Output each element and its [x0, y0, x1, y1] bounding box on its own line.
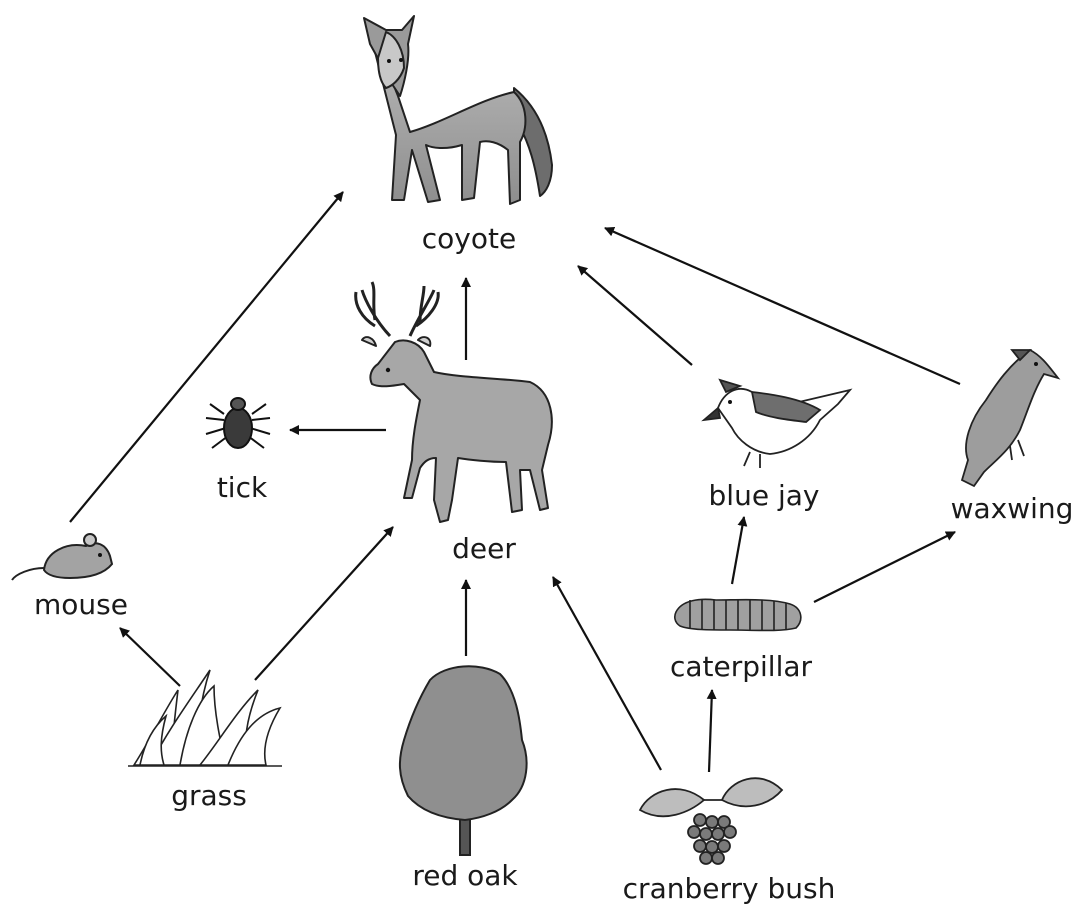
- labels: coyote tick deer mouse grass red oak cra…: [34, 222, 1073, 905]
- label-blue-jay: blue jay: [709, 479, 820, 512]
- caterpillar-image: [675, 599, 801, 630]
- waxwing-image: [962, 350, 1058, 486]
- blue-jay-image: [704, 380, 850, 468]
- coyote-image: [364, 16, 552, 204]
- mouse-image: [12, 534, 112, 580]
- arrow-grass-to-mouse: [120, 628, 180, 686]
- arrow-bluejay-to-coyote: [578, 266, 692, 365]
- arrow-cranberry-to-caterpillar: [709, 690, 712, 772]
- arrow-caterpillar-to-bluejay: [732, 517, 744, 584]
- label-grass: grass: [171, 779, 247, 812]
- label-red-oak: red oak: [412, 859, 518, 892]
- label-deer: deer: [452, 532, 516, 565]
- red-oak-image: [400, 666, 527, 855]
- arrow-caterpillar-to-waxwing: [814, 532, 955, 602]
- label-waxwing: waxwing: [951, 492, 1074, 525]
- arrow-cranberry-to-deer: [553, 577, 661, 770]
- tick-image: [206, 398, 270, 448]
- label-tick: tick: [217, 471, 268, 504]
- arrow-mouse-to-coyote: [70, 192, 343, 522]
- label-coyote: coyote: [422, 222, 516, 255]
- grass-image: [128, 670, 282, 766]
- arrow-waxwing-to-coyote: [605, 228, 960, 384]
- label-caterpillar: caterpillar: [670, 650, 813, 683]
- label-cranberry-bush: cranberry bush: [623, 872, 836, 905]
- label-mouse: mouse: [34, 588, 128, 621]
- cranberry-bush-image: [640, 778, 782, 864]
- deer-image: [356, 282, 552, 522]
- arrow-grass-to-deer: [255, 527, 393, 680]
